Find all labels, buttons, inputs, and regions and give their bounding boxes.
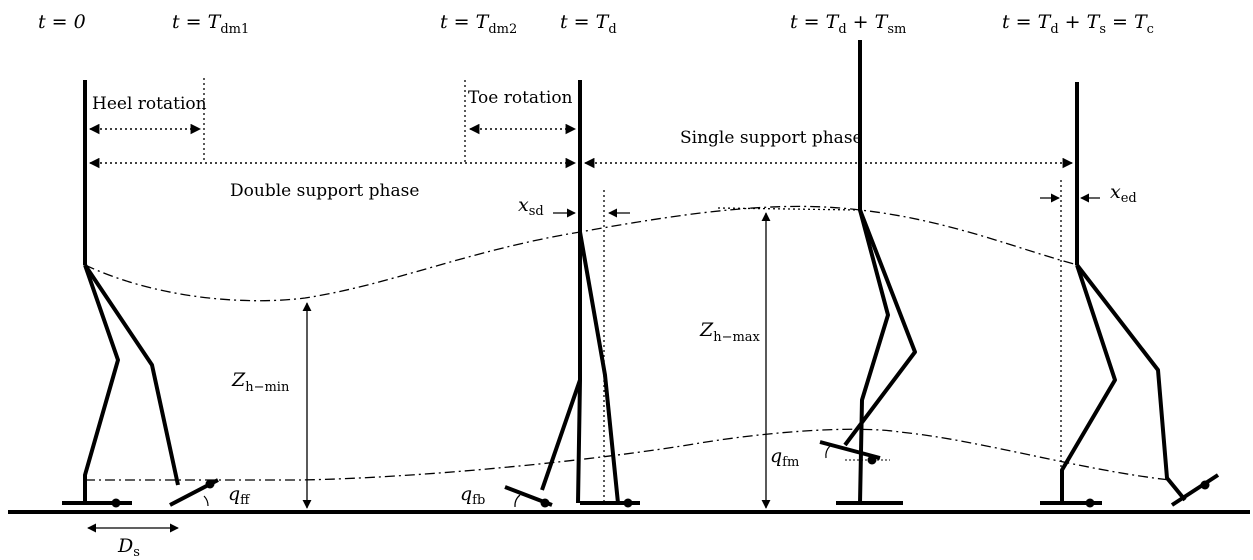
single-support-label: Single support phase <box>680 128 863 148</box>
d-s-label: Ds <box>117 535 140 560</box>
q-fm-label: qfm <box>770 445 799 470</box>
ankle-joint <box>1200 480 1210 490</box>
x-ed-label: xed <box>1110 181 1137 206</box>
z-hmax-label: Zh−max <box>699 319 761 345</box>
q-fm-arc <box>825 445 831 459</box>
time-label-td: t = Td <box>560 11 617 37</box>
x-sd-label: xsd <box>518 194 544 219</box>
ankle-joint <box>540 498 550 508</box>
q-ff-label: qff <box>228 483 251 508</box>
heel-rotation-label: Heel rotation <box>92 94 207 114</box>
q-fb-arc <box>514 494 521 508</box>
ankle-joint <box>205 479 215 489</box>
robot-pose-t0 <box>62 80 219 507</box>
time-label-t0: t = 0 <box>38 11 86 33</box>
ankle-joint <box>1085 498 1095 508</box>
ankle-joint <box>623 498 633 508</box>
z-hmin-label: Zh−min <box>231 369 290 395</box>
robot-pose-td <box>504 80 640 507</box>
robot-pose-tc <box>1040 82 1220 507</box>
toe-rotation-label: Toe rotation <box>468 88 573 108</box>
q-fb-label: qfb <box>460 483 485 508</box>
robot-pose-tsm <box>819 40 917 505</box>
time-label-tdm2: t = Tdm2 <box>440 11 517 37</box>
double-support-label: Double support phase <box>230 181 419 201</box>
time-label-tdm1: t = Tdm1 <box>172 11 249 37</box>
q-ff-arc <box>203 495 209 507</box>
time-label-tc: t = Td + Ts = Tc <box>1002 11 1154 37</box>
ankle-joint <box>867 455 877 465</box>
z-max-ref <box>717 207 861 211</box>
foot-trajectory <box>85 428 1171 481</box>
ankle-joint <box>111 498 121 508</box>
time-label-tdsm: t = Td + Tsm <box>790 11 906 37</box>
